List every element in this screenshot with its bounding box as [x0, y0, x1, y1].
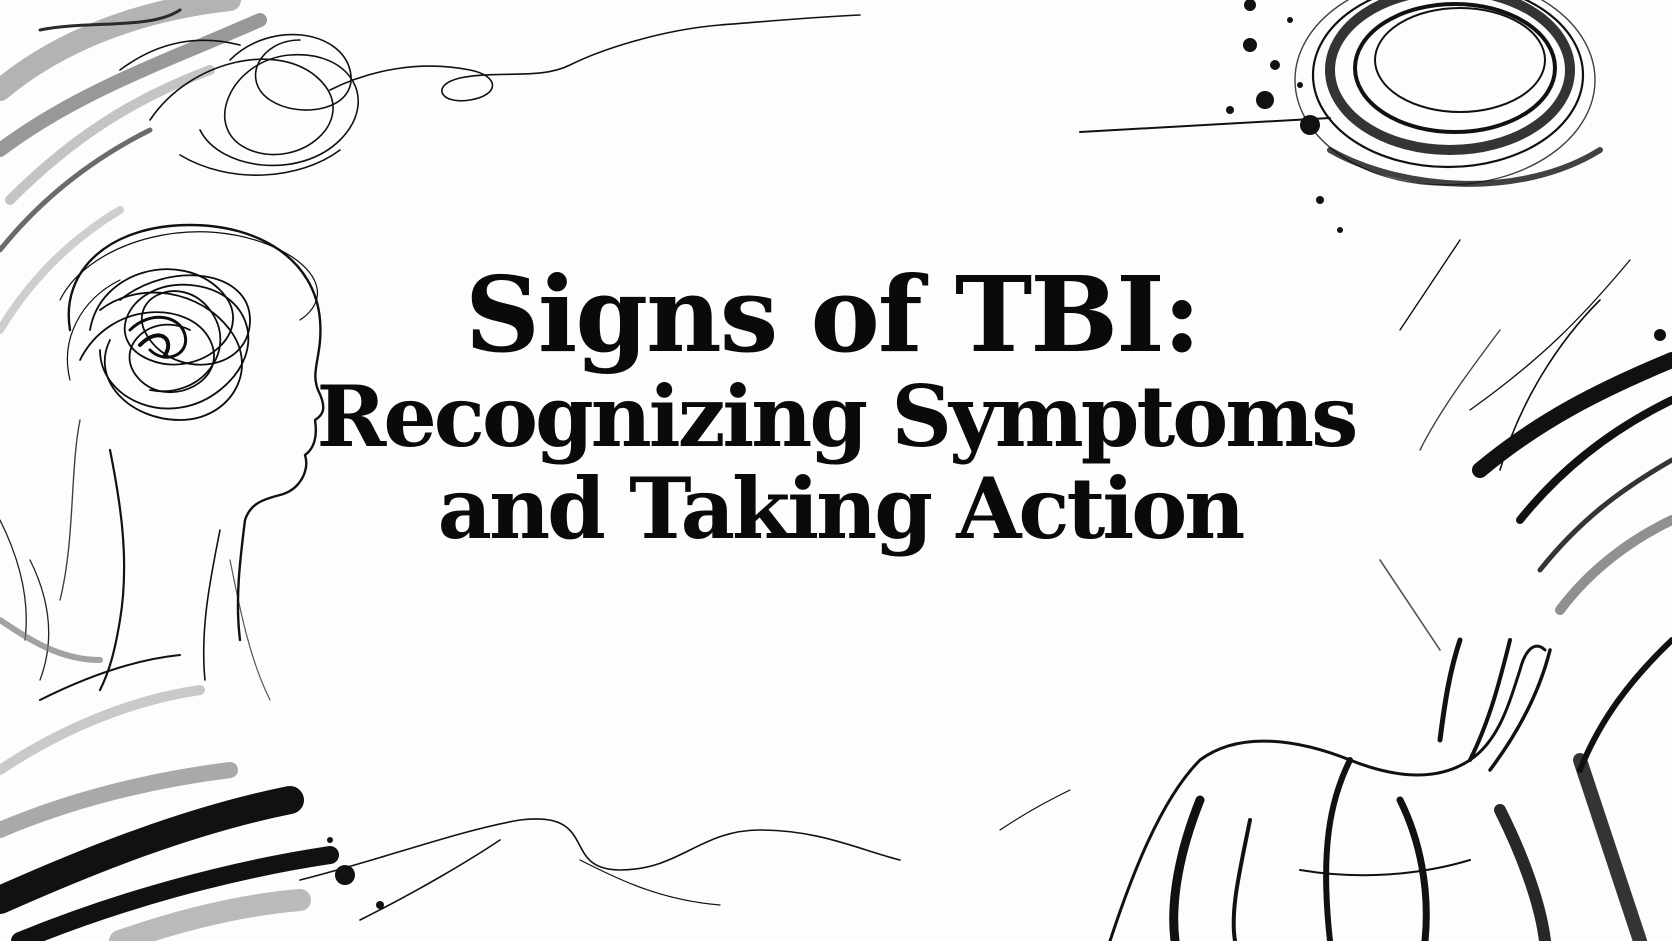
- title-line-3: and Taking Action: [437, 458, 1246, 558]
- bottom-wavy-line: [299, 789, 1071, 921]
- reaching-hand-sketch: [1108, 637, 1647, 941]
- head-profile-sketch: [59, 223, 325, 701]
- top-left-brush-strokes: [0, 0, 267, 334]
- title-line-1: Signs of TBI:: [464, 253, 1201, 376]
- brain-scribble: [59, 231, 318, 421]
- top-right-swirl: [1079, 0, 1603, 187]
- left-edge-strokes: [0, 519, 103, 681]
- ink-splatter: [327, 0, 1666, 909]
- top-scribble-loops: [119, 14, 861, 176]
- title-line-2: Recognizing Symptoms: [316, 367, 1359, 467]
- title-block: Signs of TBI: Recognizing Symptoms and T…: [0, 253, 1672, 558]
- bottom-left-brush-strokes: [0, 654, 339, 941]
- right-brush-strokes: [1379, 239, 1672, 773]
